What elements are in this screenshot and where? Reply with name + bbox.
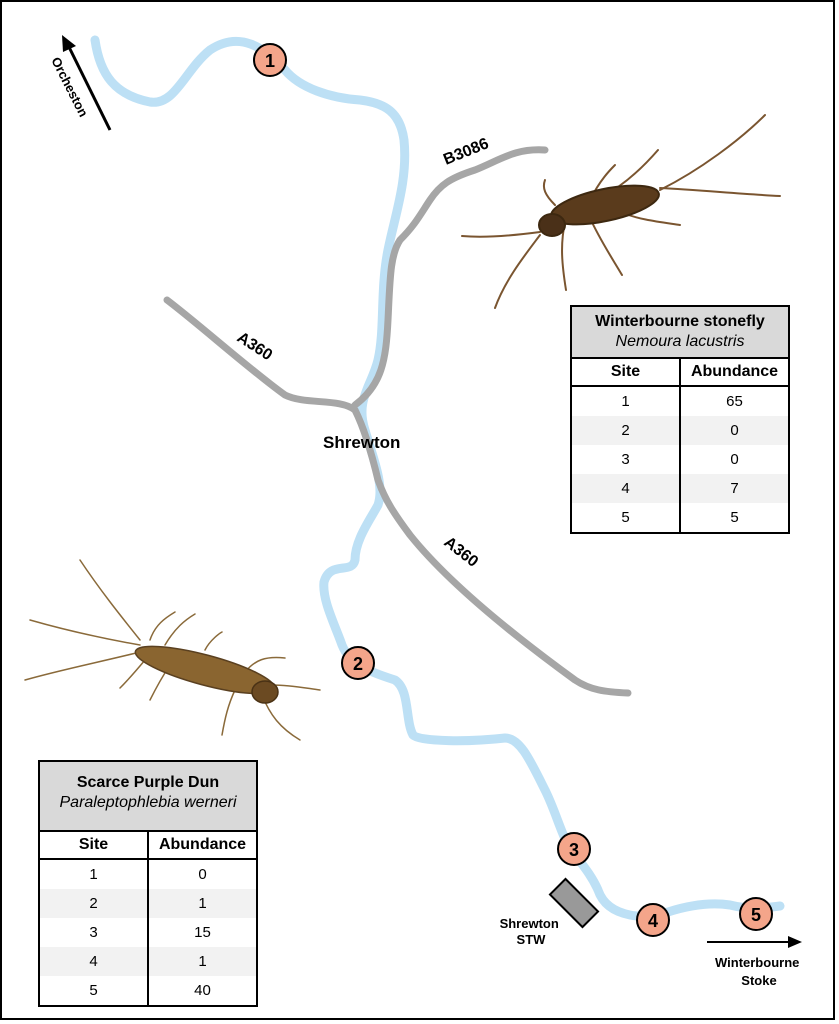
site-cell: 2 (40, 889, 149, 918)
table-row: 1 65 (572, 386, 788, 416)
table-row: 3 15 (40, 918, 256, 947)
abundance-cell: 65 (726, 393, 743, 410)
column-header-abundance: Abundance (680, 359, 788, 387)
stw-label: Shrewton STW (500, 916, 563, 947)
road-b3086 (351, 146, 549, 409)
stonefly-table-header: Winterbourne stonefly Nemoura lacustris (572, 307, 788, 359)
site-cell: 3 (572, 445, 681, 474)
road-a360 (163, 296, 632, 697)
site-cell: 2 (572, 416, 681, 445)
site-cell: 4 (40, 947, 149, 976)
table-row: 5 40 (40, 976, 256, 1005)
stonefly-image (461, 114, 781, 309)
site-marker-4: 4 (636, 903, 670, 937)
winterbourne-stoke-label: Winterbourne Stoke (715, 955, 803, 988)
stw-building (548, 877, 600, 929)
svg-text:4: 4 (648, 911, 658, 931)
site-cell: 4 (572, 474, 681, 503)
dun-table: Scarce Purple Dun Paraleptophlebia werne… (38, 760, 258, 1007)
site-cell: 1 (572, 386, 681, 416)
abundance-cell: 0 (680, 416, 788, 445)
site-marker-2: 2 (341, 646, 375, 680)
abundance-cell: 5 (730, 509, 739, 526)
column-header-site: Site (40, 832, 149, 860)
site-cell: 3 (40, 918, 149, 947)
stonefly-table: Winterbourne stonefly Nemoura lacustris … (570, 305, 790, 534)
site-cell: 1 (40, 859, 149, 889)
dun-latin-name: Paraleptophlebia werneri (59, 794, 237, 811)
column-header-site: Site (572, 359, 681, 387)
shrewton-label: Shrewton (323, 433, 400, 452)
abundance-cell: 1 (148, 947, 256, 976)
dun-table-header: Scarce Purple Dun Paraleptophlebia werne… (40, 762, 256, 832)
abundance-cell: 0 (730, 451, 739, 468)
orcheston-arrow (62, 35, 112, 131)
abundance-cell: 1 (148, 889, 256, 918)
abundance-cell: 7 (680, 474, 788, 503)
dun-common-name: Scarce Purple Dun (76, 774, 220, 791)
winterbourne-arrow (707, 936, 802, 948)
abundance-cell: 0 (198, 866, 207, 883)
column-header-abundance: Abundance (148, 832, 256, 860)
svg-text:5: 5 (751, 905, 761, 925)
stonefly-common-name: Winterbourne stonefly (595, 313, 765, 330)
mayfly-image (24, 559, 321, 741)
svg-text:1: 1 (265, 51, 275, 71)
svg-text:2: 2 (353, 654, 363, 674)
winterbourne-stoke-line1: Winterbourne (715, 955, 799, 970)
abundance-cell: 40 (194, 982, 211, 999)
stw-label-line1: Shrewton (500, 916, 559, 931)
site-marker-1: 1 (253, 43, 287, 77)
site-cell: 5 (40, 976, 149, 1005)
stonefly-latin-name: Nemoura lacustris (615, 333, 745, 350)
abundance-cell: 15 (194, 924, 211, 941)
site-marker-5: 5 (739, 897, 773, 931)
site-cell: 5 (572, 503, 681, 532)
winterbourne-stoke-line2: Stoke (741, 973, 776, 988)
a360-south-label: A360 (441, 534, 482, 571)
svg-text:3: 3 (569, 840, 579, 860)
site-marker-3: 3 (557, 832, 591, 866)
stw-label-line2: STW (517, 932, 547, 947)
orcheston-label: Orcheston (48, 55, 91, 120)
river (90, 35, 785, 921)
